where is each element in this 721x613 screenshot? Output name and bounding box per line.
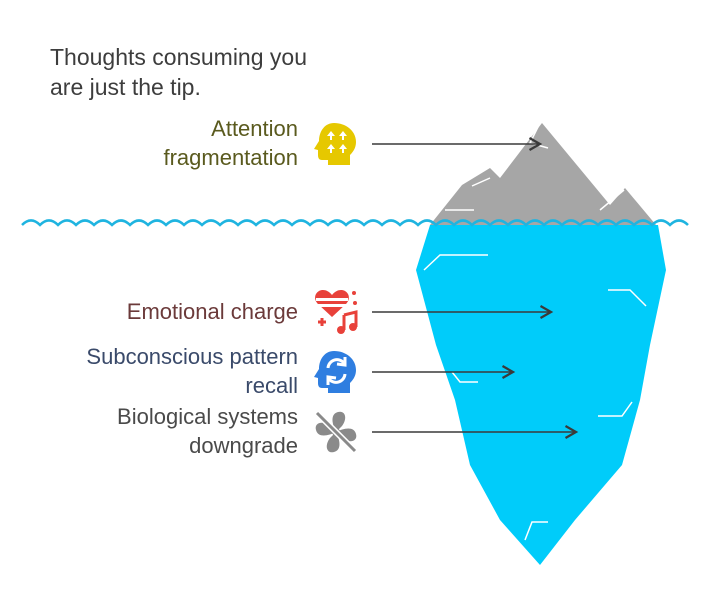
label-line-1: Attention [211, 116, 298, 141]
head-cycle-icon [312, 348, 360, 396]
fan-off-icon [312, 408, 360, 456]
title-line-1: Thoughts consuming you [50, 44, 307, 70]
iceberg-tip [430, 123, 656, 225]
tip-highlight [599, 189, 625, 211]
ice-highlight [598, 401, 633, 417]
ice-highlight [524, 521, 548, 541]
label-line-1: Subconscious pattern [86, 344, 298, 369]
label-line-1: Emotional charge [126, 299, 298, 324]
label-attention-fragmentation: Attention fragmentation [163, 114, 298, 172]
label-line-1: Biological systems [117, 404, 298, 429]
ice-highlight [423, 254, 488, 271]
head-with-arrows-icon [312, 120, 360, 168]
label-line-2: downgrade [189, 433, 298, 458]
label-line-2: recall [245, 373, 298, 398]
heart-music-icon [312, 287, 360, 335]
iceberg-underwater [416, 225, 666, 565]
label-subconscious-pattern-recall: Subconscious pattern recall [86, 342, 298, 400]
title-line-2: are just the tip. [50, 74, 201, 100]
tip-highlight [471, 177, 491, 187]
ice-highlight [451, 371, 478, 383]
label-line-2: fragmentation [163, 145, 298, 170]
diagram-title: Thoughts consuming you are just the tip. [50, 42, 380, 102]
label-biological-systems-downgrade: Biological systems downgrade [117, 402, 298, 460]
water-line [21, 219, 689, 227]
label-emotional-charge: Emotional charge [127, 297, 298, 326]
ice-highlight [608, 289, 647, 307]
